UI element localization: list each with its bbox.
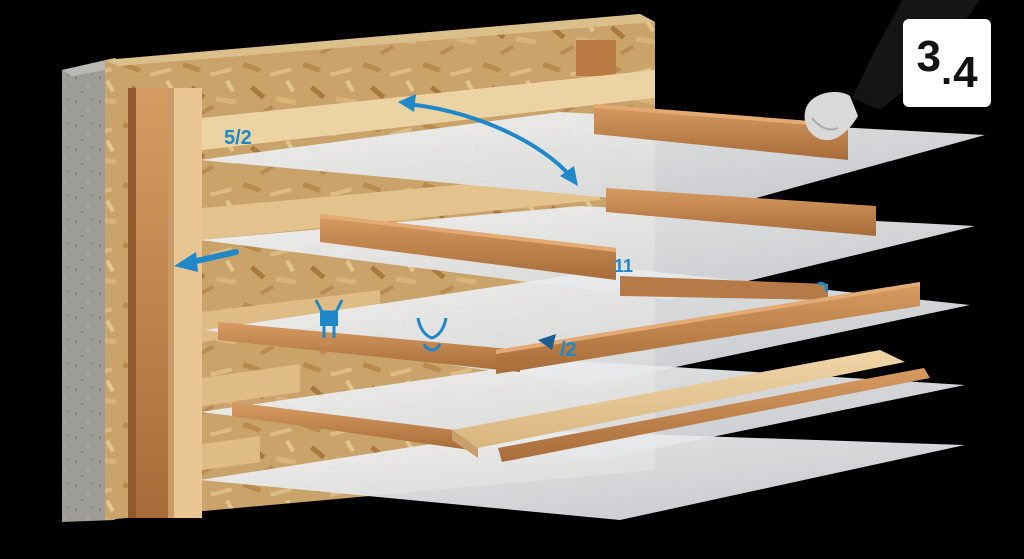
edge-clip-icon — [817, 282, 828, 293]
dimension-label-top-left: 5/2 — [224, 127, 252, 149]
step-number-badge: 3 . 4 — [903, 19, 991, 107]
pointer-arrow-icon — [538, 334, 556, 350]
step-major-number: 3 — [916, 32, 941, 81]
clamp-icon — [314, 299, 344, 338]
curved-double-arrow-icon — [398, 94, 578, 186]
dimension-label-lower-right: /2 — [560, 339, 577, 361]
step-separator: . — [940, 49, 953, 93]
wall-battens — [202, 70, 655, 470]
vertical-studs — [128, 40, 616, 518]
clip-icon — [416, 317, 448, 352]
dimension-label-middle: 11 — [614, 256, 633, 276]
left-arrow-icon — [174, 249, 239, 272]
step-minor-number: 4 — [953, 48, 978, 97]
timber-boards — [218, 104, 930, 462]
